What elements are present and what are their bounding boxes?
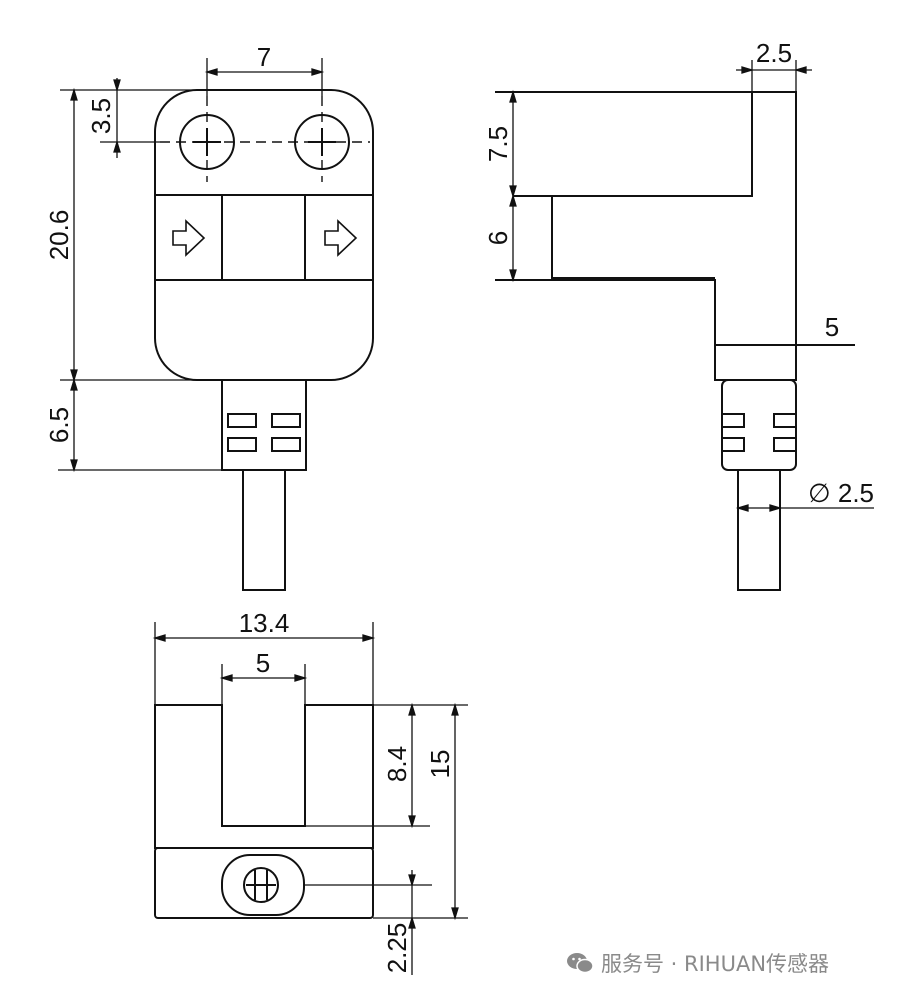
- dim-upper-arm: 7.5: [483, 126, 513, 162]
- dim-total-width: 13.4: [239, 608, 290, 638]
- wechat-icon: [567, 953, 594, 974]
- dim-hole-spacing: 7: [257, 42, 271, 72]
- side-cable: [737, 469, 781, 591]
- cable: [242, 469, 286, 591]
- dim-cable-diameter: ∅ 2.5: [808, 478, 874, 508]
- dim-bottom-hole-offset: 2.25: [382, 923, 412, 974]
- bottom-screw-hole: [243, 867, 279, 903]
- bottom-view: [152, 622, 468, 975]
- watermark: 服务号 · RIHUAN传感器: [565, 948, 829, 978]
- dim-slot: 6: [483, 231, 513, 245]
- dim-total-height: 15: [425, 750, 455, 779]
- dim-cable-gland: 6.5: [44, 407, 74, 443]
- dim-slot-depth: 8.4: [382, 746, 412, 782]
- cable-gland: [221, 379, 307, 471]
- front-view: [58, 58, 374, 591]
- front-body-outline: [154, 89, 374, 381]
- side-body-outline: [495, 91, 797, 381]
- dim-lower-depth: 5: [825, 312, 839, 342]
- arrow-right-icon: [172, 219, 206, 257]
- dim-slot-width: 5: [256, 648, 270, 678]
- side-view: [495, 60, 874, 591]
- side-cable-gland: [721, 379, 797, 471]
- dim-body-height: 20.6: [44, 210, 74, 261]
- arrow-right-icon: [324, 219, 358, 257]
- dim-hole-offset: 3.5: [86, 98, 116, 134]
- dim-thickness: 2.5: [756, 38, 792, 68]
- bottom-base: [154, 847, 374, 919]
- watermark-text: 服务号 · RIHUAN传感器: [601, 952, 830, 976]
